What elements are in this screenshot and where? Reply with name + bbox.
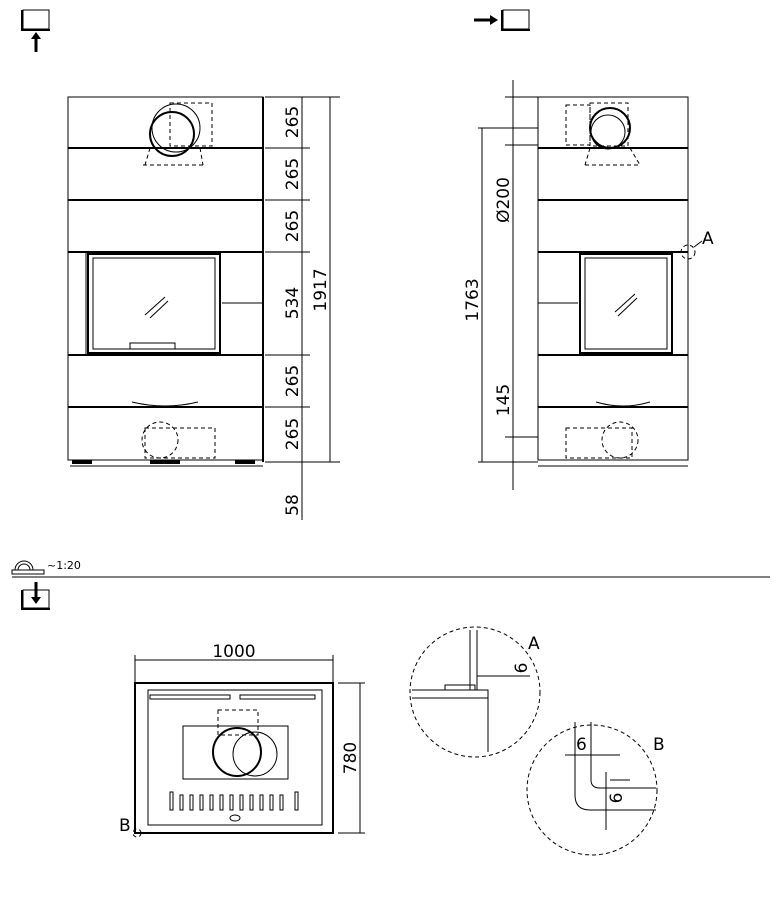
detail-a: A 6 [409,626,541,758]
dim-780: 780 [341,742,361,774]
detail-b-label: B [653,735,665,755]
front-dimensions: 265 265 265 534 265 265 58 1917 [265,96,340,520]
side-view-icon [474,9,530,31]
dim-1763: 1763 [463,278,483,321]
dim-265-4: 265 [283,365,303,397]
dim-145: 145 [494,384,514,416]
dim-diameter-200: Ø200 [494,177,514,223]
top-dimensions: 1000 780 [134,642,365,834]
dim-58: 58 [283,494,303,516]
top-view-icon [21,582,50,610]
dim-b-6-vertical: 6 [607,793,627,804]
side-view: A [537,96,714,467]
dim-b-6-horizontal: 6 [576,735,587,755]
front-view-icon [21,9,50,52]
dim-265-3: 265 [283,210,303,242]
detail-b: B 6 6 [526,722,665,856]
dim-1917: 1917 [311,268,331,311]
scale-icon [11,560,45,575]
dim-265-5: 265 [283,418,303,450]
top-view: B [119,682,334,838]
scale-label: ~1:20 [47,559,81,572]
detail-a-label: A [528,634,540,654]
dim-265-2: 265 [283,158,303,190]
side-dimensions: Ø200 1763 145 [463,80,538,490]
dim-a-6: 6 [512,663,532,674]
detail-b-marker: B [119,816,131,836]
dim-534: 534 [283,287,303,319]
detail-a-marker: A [702,229,714,249]
dim-265-1: 265 [283,106,303,138]
dim-1000: 1000 [212,642,255,662]
front-view [67,96,264,467]
